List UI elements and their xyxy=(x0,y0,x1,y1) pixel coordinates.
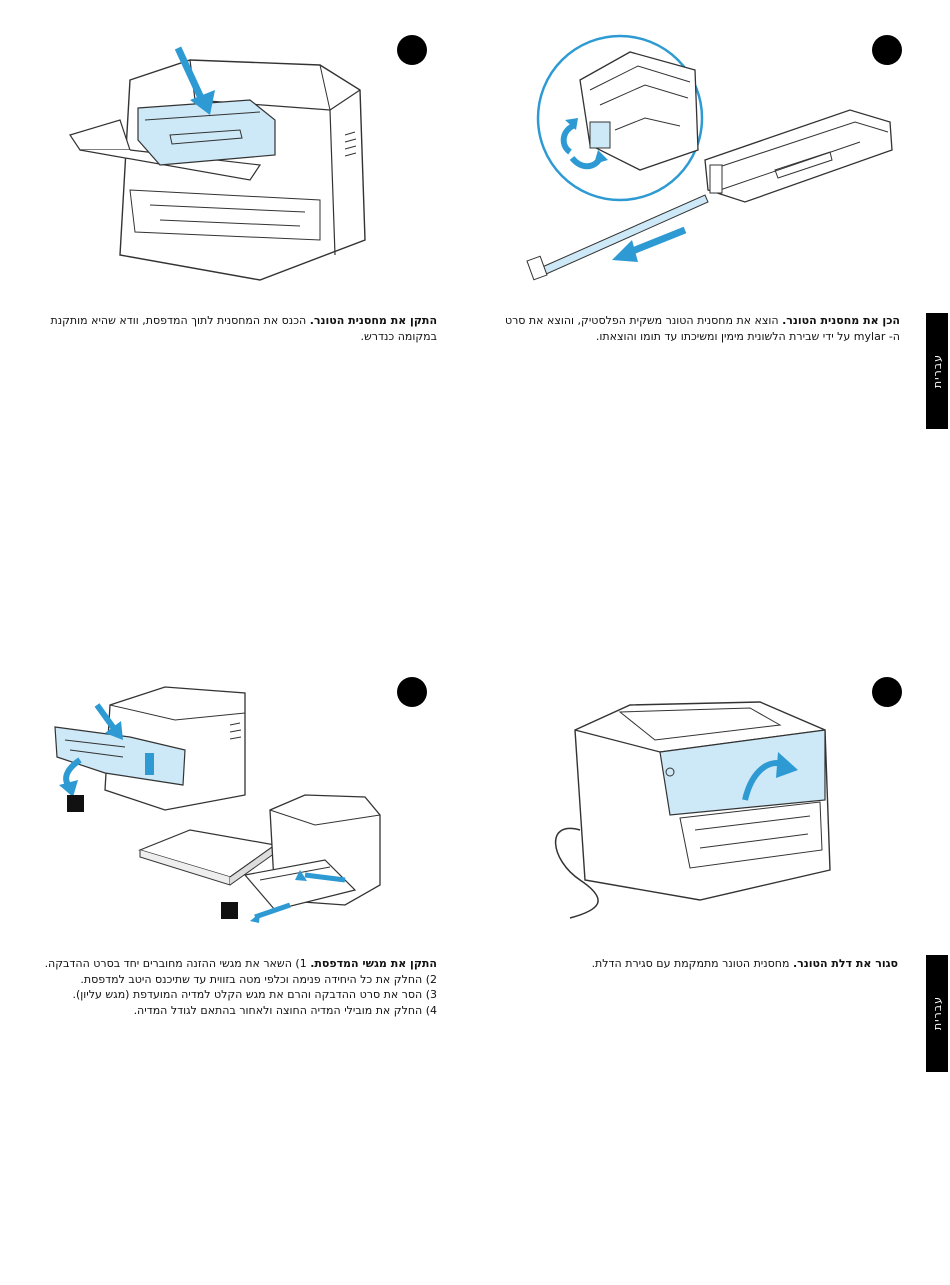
tray-marker-2 xyxy=(221,902,238,919)
step-3-text-line-1: מחסנית הטונר מתמקמת עם סגירת הדלת. xyxy=(591,957,793,970)
step-3-title: סגור את דלת הטונר. xyxy=(792,957,898,970)
step-4-title: התקן את מגשי המדפסת. xyxy=(310,957,437,970)
step-3-caption: סגור את דלת הטונר. מחסנית הטונר מתמקמת ע… xyxy=(540,956,898,972)
close-toner-door-illustration xyxy=(554,701,831,919)
step-2-title: התקן את מחסנית הטונר. xyxy=(309,314,437,327)
step-2-number xyxy=(397,35,427,65)
step-4-text-line-2: 2) החלק את כל היחידה פנימה וכלפי מטה בזו… xyxy=(80,972,437,986)
step-4-text-line-4: 4) החלק את מובילי המדיה החוצה ולאחור בהת… xyxy=(133,1003,437,1017)
step-1-text-line-2: ה- mylar על ידי שבירת הלשונית מימין ומשי… xyxy=(595,329,900,343)
step-4-number xyxy=(397,677,427,707)
step-4-caption: התקן את מגשי המדפסת. 1) השאר את מגשי ההז… xyxy=(15,956,437,1018)
step-2-text-line-2: במקומה כנדרש. xyxy=(360,329,437,343)
language-tab-bottom: עברית xyxy=(926,955,948,1072)
step-1-title: הכן את מחסנית הטונר. xyxy=(782,314,900,327)
step-1-caption: הכן את מחסנית הטונר. הוצא את מחסנית הטונ… xyxy=(505,313,900,344)
tray-marker-1 xyxy=(67,795,84,812)
step-2-text-line-1: הכנס את המחסנית לתוך המדפסת, וודא שהיא מ… xyxy=(50,314,310,327)
language-tab-bottom-label: עברית xyxy=(930,996,944,1031)
prepare-toner-illustration xyxy=(526,34,893,281)
language-tab-top: עברית xyxy=(926,313,948,429)
step-3-number xyxy=(872,677,902,707)
install-trays-illustration xyxy=(54,686,381,923)
step-2-caption: התקן את מחסנית הטונר. הכנס את המחסנית לת… xyxy=(30,313,437,344)
install-toner-illustration xyxy=(69,46,366,281)
step-4-text-line-1: 1) השאר את מגשי ההזנה מחוברים יחד בסרט ה… xyxy=(44,957,311,970)
step-1-text-line-1: הוצא את מחסנית הטונר משקית הפלסטיק, והוצ… xyxy=(504,314,783,327)
step-1-number xyxy=(872,35,902,65)
language-tab-top-label: עברית xyxy=(930,353,944,389)
step-4-text-line-3: 3) הסר את סרט ההדבקה והרם את מגש הקלט למ… xyxy=(72,988,437,1001)
